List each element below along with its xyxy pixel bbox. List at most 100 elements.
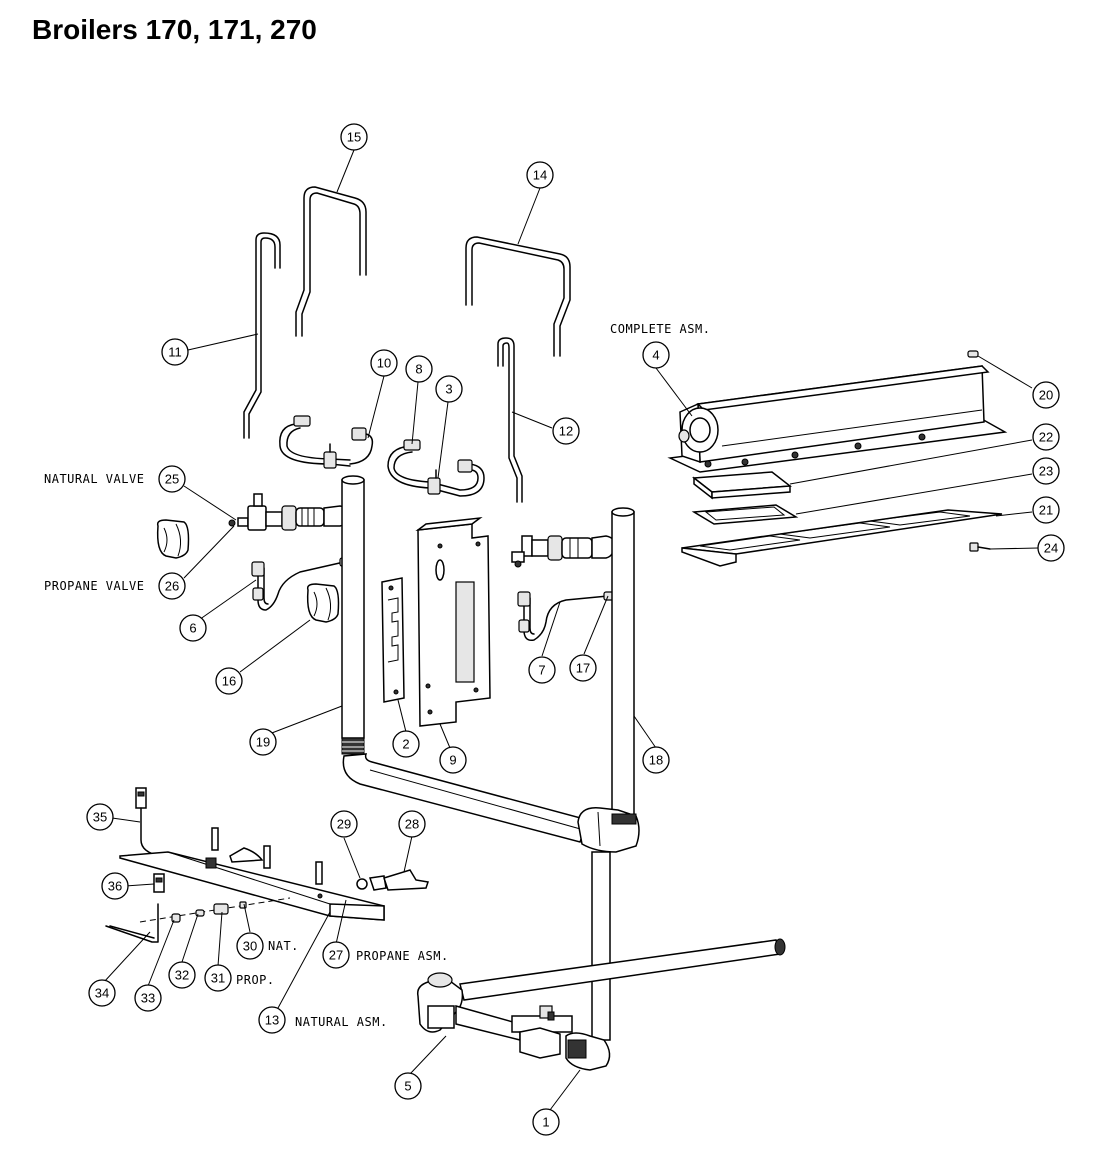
label-natural-asm: NATURAL ASM.	[295, 1015, 388, 1029]
callout-13: 13	[258, 1006, 286, 1034]
valve-assembly-left	[228, 493, 352, 531]
svg-text:11: 11	[168, 345, 182, 360]
gas-valve-part-5	[416, 972, 611, 1071]
callout-19: 19	[249, 728, 277, 756]
bracket-part-9	[415, 516, 491, 727]
page-title: Broilers 170, 171, 270	[32, 14, 317, 45]
callout-2: 2	[392, 730, 420, 758]
svg-text:17: 17	[576, 661, 590, 676]
callout-17: 17	[569, 654, 597, 682]
callout-31: 31	[204, 964, 232, 992]
svg-text:19: 19	[256, 735, 270, 750]
svg-text:34: 34	[95, 986, 109, 1001]
bracket-part-28	[356, 869, 429, 891]
callout-32: 32	[168, 961, 196, 989]
valve-assembly-right	[511, 535, 616, 568]
label-propane-valve: PROPANE VALVE	[44, 579, 144, 593]
callout-21: 21	[1032, 496, 1060, 524]
callout-7: 7	[528, 656, 556, 684]
pilot-rod-part-34	[105, 897, 291, 943]
svg-text:25: 25	[165, 472, 179, 487]
label-prop: PROP.	[236, 973, 275, 987]
pipe-part-19	[341, 475, 365, 755]
callout-26: 26	[158, 572, 186, 600]
leader-lines	[103, 149, 1039, 1111]
svg-text:28: 28	[405, 817, 419, 832]
pilot-tube-part-10	[279, 415, 374, 469]
svg-text:7: 7	[538, 663, 545, 678]
callout-35: 35	[86, 803, 114, 831]
svg-text:2: 2	[402, 737, 409, 752]
svg-text:14: 14	[533, 168, 547, 183]
svg-text:9: 9	[449, 753, 456, 768]
callout-22: 22	[1032, 423, 1060, 451]
svg-text:3: 3	[445, 382, 452, 397]
burner-bar-part-13	[119, 827, 385, 921]
svg-text:24: 24	[1044, 541, 1058, 556]
callout-33: 33	[134, 984, 162, 1012]
svg-text:27: 27	[329, 948, 343, 963]
svg-text:15: 15	[347, 130, 361, 145]
callout-18: 18	[642, 746, 670, 774]
svg-text:36: 36	[108, 879, 122, 894]
callout-10: 10	[370, 349, 398, 377]
gasket-part-23	[691, 504, 799, 525]
pipe-part-18	[611, 507, 635, 817]
callout-6: 6	[179, 614, 207, 642]
screw-part-20	[967, 350, 979, 358]
rod-part-15	[295, 186, 367, 337]
orifice-tube-part-6	[251, 557, 351, 611]
svg-text:21: 21	[1039, 503, 1053, 518]
svg-text:20: 20	[1039, 388, 1053, 403]
svg-text:29: 29	[337, 817, 351, 832]
callout-12: 12	[552, 417, 580, 445]
svg-text:22: 22	[1039, 430, 1053, 445]
svg-text:18: 18	[649, 753, 663, 768]
svg-text:16: 16	[222, 674, 236, 689]
callout-4: 4	[642, 341, 670, 369]
svg-text:6: 6	[189, 621, 196, 636]
callout-34: 34	[88, 979, 116, 1007]
callout-16: 16	[215, 667, 243, 695]
callout-1: 1	[532, 1108, 560, 1136]
callout-23: 23	[1032, 457, 1060, 485]
label-propane-asm: PROPANE ASM.	[356, 949, 449, 963]
svg-text:10: 10	[377, 356, 391, 371]
svg-text:26: 26	[165, 579, 179, 594]
callout-27: 27	[322, 941, 350, 969]
svg-text:35: 35	[93, 810, 107, 825]
callout-30: 30	[236, 932, 264, 960]
callout-24: 24	[1037, 534, 1065, 562]
label-complete-asm: COMPLETE ASM.	[610, 322, 710, 336]
burner-assembly-part-4	[667, 365, 1008, 473]
callout-29: 29	[330, 810, 358, 838]
callout-20: 20	[1032, 381, 1060, 409]
pilot-tube-part-3	[387, 439, 485, 497]
svg-text:30: 30	[243, 939, 257, 954]
radiant-pan-part-21	[681, 509, 1003, 567]
svg-text:32: 32	[175, 968, 189, 983]
rod-part-14	[465, 236, 571, 357]
drop-pipe	[591, 851, 611, 1041]
svg-text:23: 23	[1039, 464, 1053, 479]
clamp-left-upper	[156, 519, 190, 559]
plate-part-2	[381, 577, 405, 703]
callout-15: 15	[340, 123, 368, 151]
label-nat: NAT.	[268, 939, 299, 953]
callout-9: 9	[439, 746, 467, 774]
callout-3: 3	[435, 375, 463, 403]
callout-36: 36	[101, 872, 129, 900]
connector-part-36	[153, 873, 165, 893]
callout-5: 5	[394, 1072, 422, 1100]
screw-part-24	[969, 542, 991, 552]
svg-text:31: 31	[211, 971, 225, 986]
label-natural-valve: NATURAL VALVE	[44, 472, 144, 486]
callout-25: 25	[158, 465, 186, 493]
svg-text:1: 1	[542, 1115, 549, 1130]
callout-8: 8	[405, 355, 433, 383]
svg-text:4: 4	[652, 348, 659, 363]
svg-text:5: 5	[404, 1079, 411, 1094]
svg-text:13: 13	[265, 1013, 279, 1028]
rod-part-12	[497, 337, 523, 503]
